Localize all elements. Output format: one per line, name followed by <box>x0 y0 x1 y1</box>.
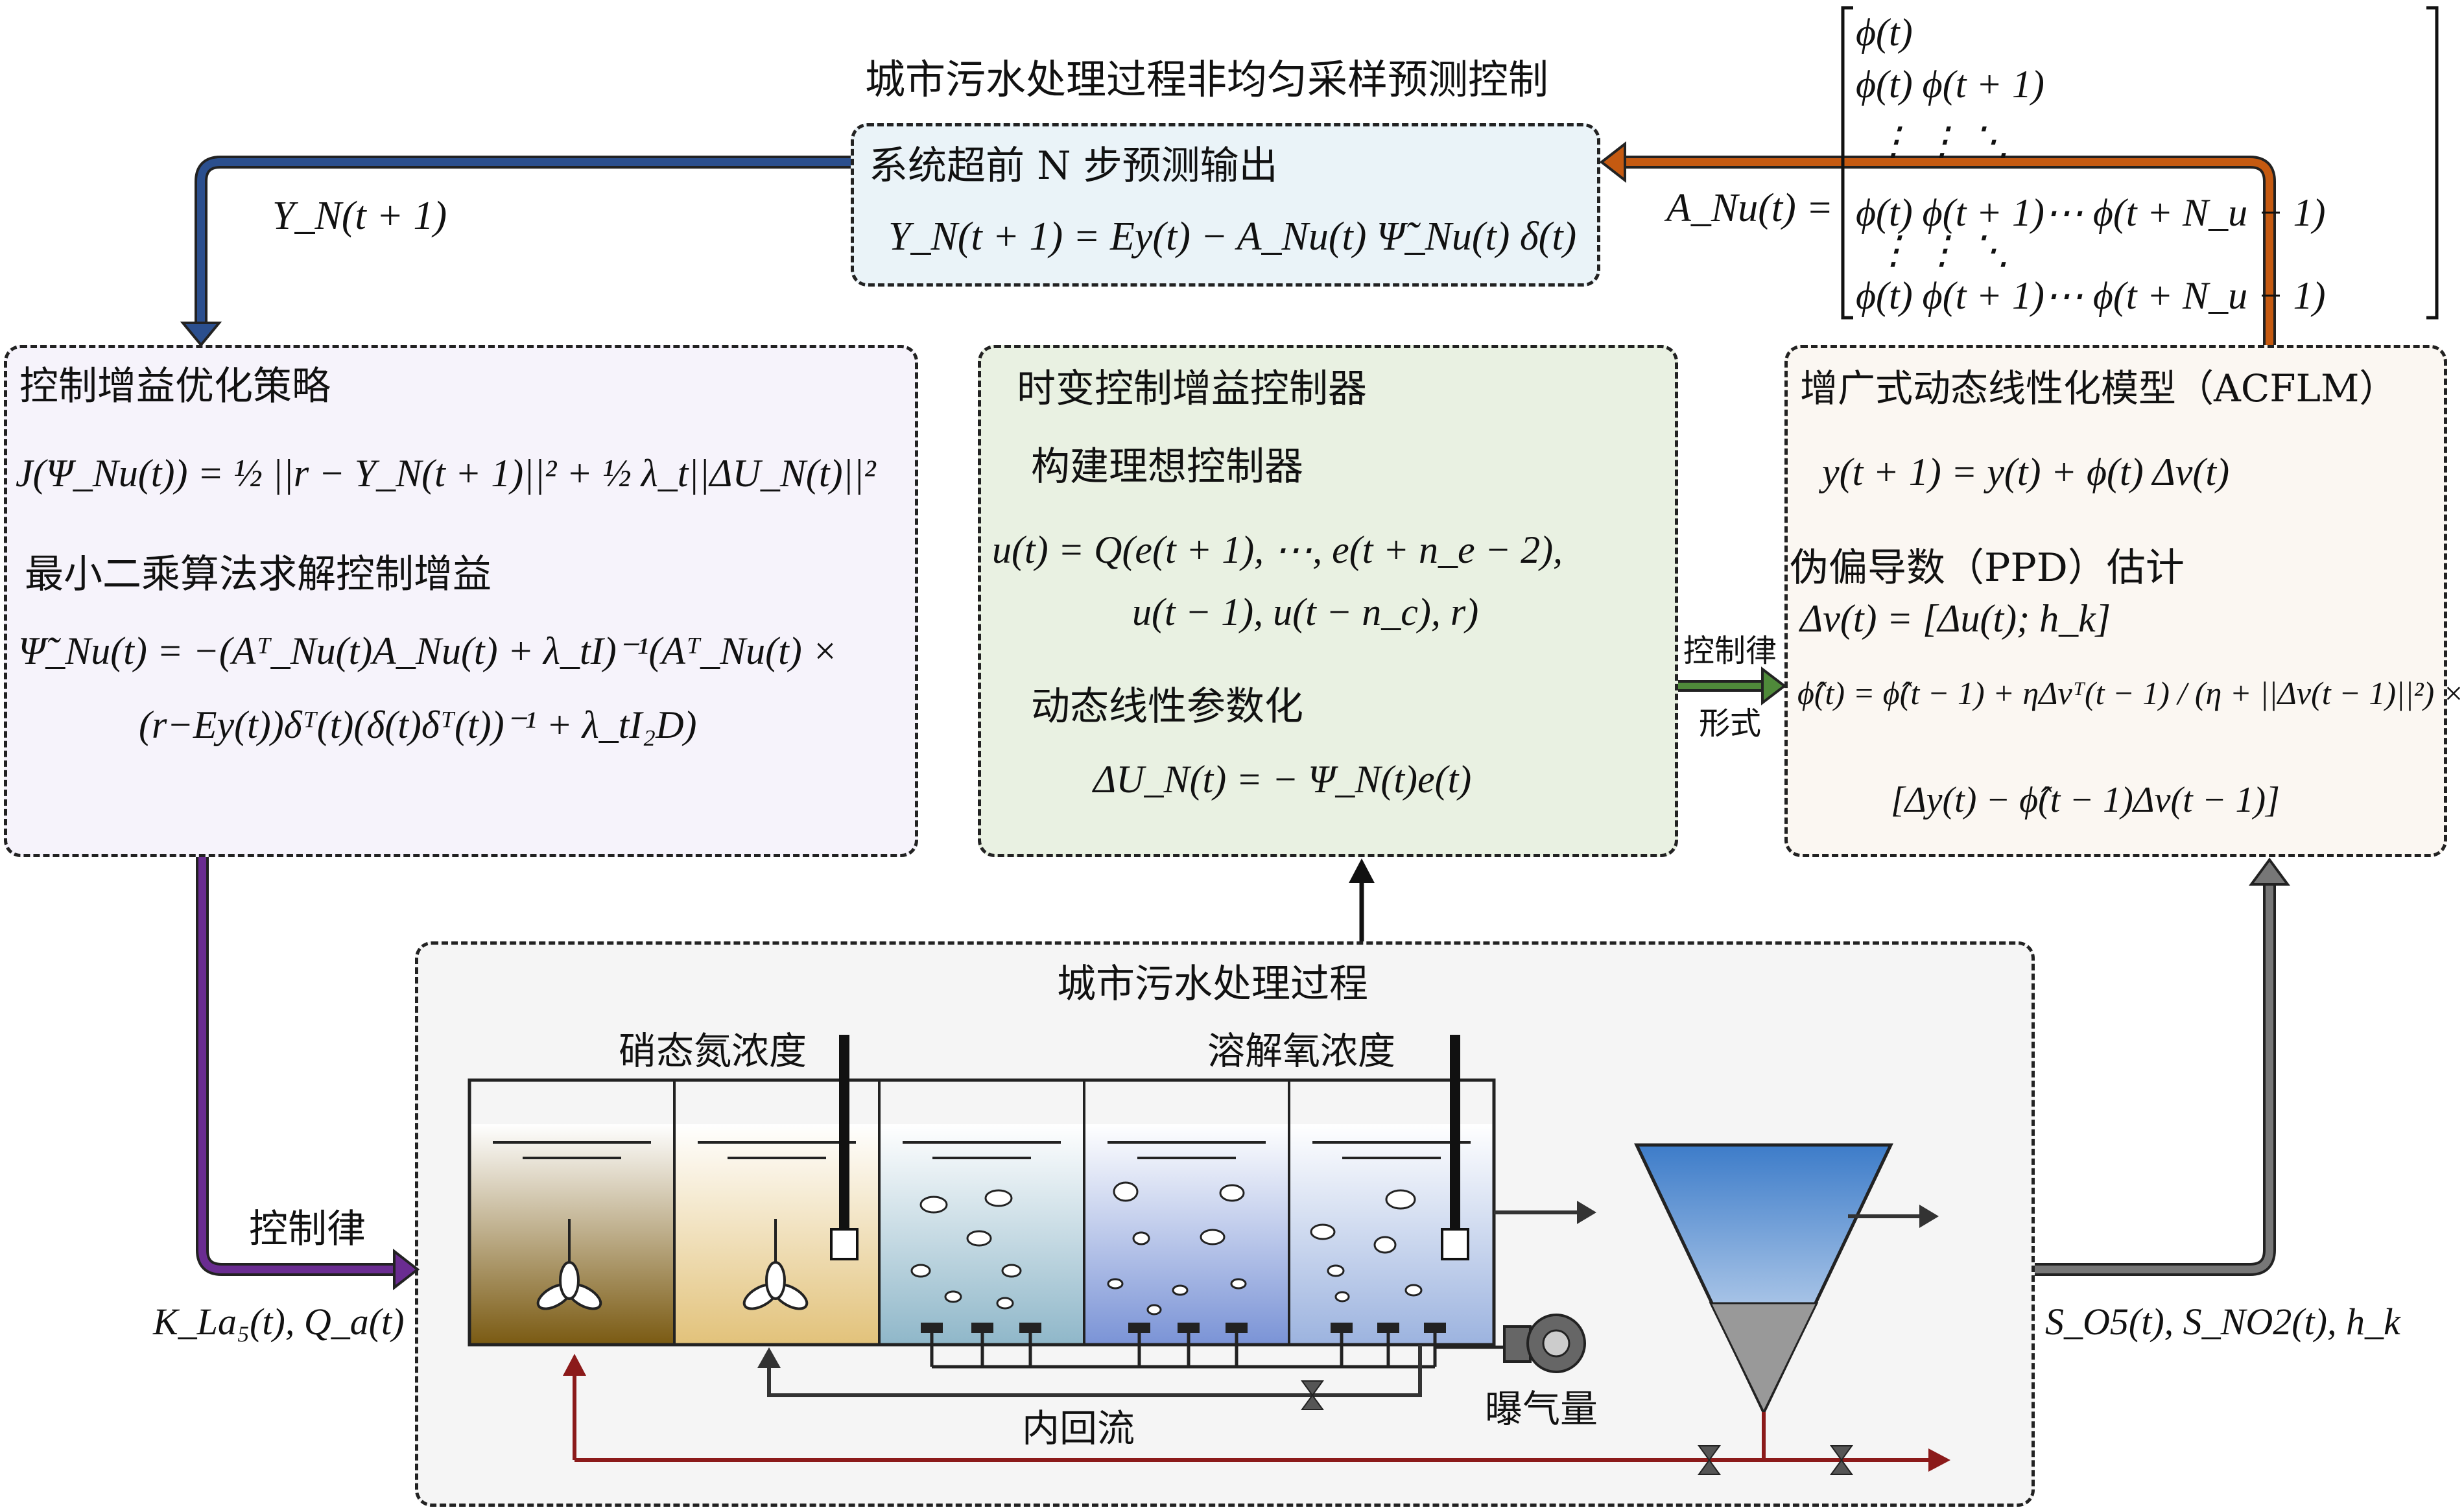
output-variables-label: S_O5(t), S_NO2(t), h_k <box>2045 1301 2400 1343</box>
flow-arrows <box>1494 1201 1939 1228</box>
linear-param-subtitle: 动态线性参数化 <box>1031 684 1303 729</box>
matrix-label: A_Nu(t) = <box>1666 186 1834 230</box>
ppd-formula-line2: [Δy(t) − ϕ̂(t − 1)Δv(t − 1)] <box>1891 780 2280 820</box>
internal-recycle-arrow <box>757 1347 781 1368</box>
gray-output-arrow <box>2035 857 2290 1276</box>
delta-v-formula: Δv(t) = [Δu(t); h_k] <box>1800 597 2111 640</box>
matrix-row: ϕ(t) ϕ(t + 1)⋯ ϕ(t + N_u − 1) <box>1856 274 2326 317</box>
controller-title: 时变控制增益控制器 <box>1017 366 1367 412</box>
delta-u-formula: ΔU_N(t) = − Ψ_N(t)e(t) <box>1093 758 1472 801</box>
recycle-valve-icon <box>1301 1380 1324 1410</box>
aeration-bubbles <box>910 1181 1423 1315</box>
model-formula: y(t + 1) = y(t) + ϕ(t) Δv(t) <box>1822 451 2230 493</box>
gain-formula-line1: Ψ̃_Nu(t) = −(Aᵀ_Nu(t)A_Nu(t) + λ_tI)⁻¹(A… <box>18 630 838 672</box>
waste-valve-icon <box>1830 1445 1853 1475</box>
green-law-arrow <box>1678 666 1787 706</box>
prediction-box <box>851 123 1600 287</box>
controller-formula-line1: u(t) = Q(e(t + 1), ⋯, e(t + n_e − 2), <box>992 528 1563 571</box>
air-diffusers <box>921 1323 1446 1333</box>
model-title: 增广式动态线性化模型（ACFLM） <box>1800 366 2397 410</box>
gain-formula-line2: (r−Ey(t))δᵀ(t)(δ(t)δᵀ(t))⁻¹ + λ_tI₂D) <box>139 703 697 746</box>
matrix-bracket <box>1841 6 2439 320</box>
clarifier-icon <box>1634 1143 1893 1416</box>
control-law-label: 控制律 <box>249 1207 366 1252</box>
sludge-outlet-arrow <box>1928 1448 1950 1472</box>
return-valve-icon <box>1698 1445 1721 1475</box>
optimization-box <box>4 345 918 857</box>
external-recycle-line <box>573 1372 1930 1462</box>
matrix-row: ϕ(t) ϕ(t + 1) <box>1856 63 2044 106</box>
oxygen-label: 溶解氧浓度 <box>1207 1029 1396 1073</box>
matrix-row: ⋮ ⋮ ⋱ <box>1874 120 2010 163</box>
ppd-formula-line1: ϕ̂(t) = ϕ̂(t − 1) + ηΔvᵀ(t − 1) / (η + |… <box>1797 675 2464 711</box>
orange-model-arrow <box>1599 141 2276 345</box>
process-title: 城市污水处理过程 <box>1057 961 1368 1007</box>
optimization-title: 控制增益优化策略 <box>19 364 331 409</box>
nitrate-sensor-icon <box>830 1035 859 1260</box>
input-variables-label: K_La₅(t), Q_a(t) <box>153 1301 405 1343</box>
internal-recycle-line <box>767 1345 1422 1397</box>
prediction-title: 系统超前 N 步预测输出 <box>869 143 1278 189</box>
blue-feedback-arrow <box>180 156 851 348</box>
blower-icon <box>1503 1314 1586 1373</box>
ppd-subtitle: 伪偏导数（PPD）估计 <box>1790 545 2185 591</box>
purple-control-arrow <box>196 857 420 1291</box>
internal-recycle-label: 内回流 <box>1022 1406 1135 1450</box>
reactor-tanks <box>468 1078 1496 1347</box>
nitrate-label: 硝态氮浓度 <box>619 1029 807 1073</box>
controller-formula-line2: u(t − 1), u(t − n_c), r) <box>1132 591 1479 633</box>
objective-formula: J(Ψ_Nu(t)) = ½ ||r − Y_N(t + 1)||² + ½ λ… <box>16 452 876 495</box>
law-label-top: 控制律 <box>1683 633 1777 669</box>
controller-box <box>978 345 1678 857</box>
ideal-controller-subtitle: 构建理想控制器 <box>1031 444 1303 490</box>
law-label-bottom: 形式 <box>1699 705 1762 742</box>
prediction-output-label: Y_N(t + 1) <box>272 194 447 238</box>
external-recycle-arrow <box>563 1354 586 1376</box>
matrix-row: ϕ(t) <box>1856 11 1913 54</box>
least-squares-subtitle: 最小二乘算法求解控制增益 <box>25 552 492 597</box>
mixer-icon <box>536 1219 602 1310</box>
matrix-row: ⋮ ⋮ ⋱ <box>1874 229 2010 272</box>
measurement-arrow <box>1349 858 1375 941</box>
prediction-formula: Y_N(t + 1) = Ey(t) − A_Nu(t) Ψ̃_Nu(t) δ(… <box>888 215 1577 259</box>
model-box <box>1784 345 2447 857</box>
oxygen-sensor-icon <box>1441 1035 1469 1260</box>
diagram-title: 城市污水处理过程非均匀采样预测控制 <box>865 56 1549 103</box>
mixer-icon <box>742 1219 809 1310</box>
matrix-row: ϕ(t) ϕ(t + 1)⋯ ϕ(t + N_u − 1) <box>1856 191 2326 234</box>
aeration-label: 曝气量 <box>1485 1387 1598 1431</box>
